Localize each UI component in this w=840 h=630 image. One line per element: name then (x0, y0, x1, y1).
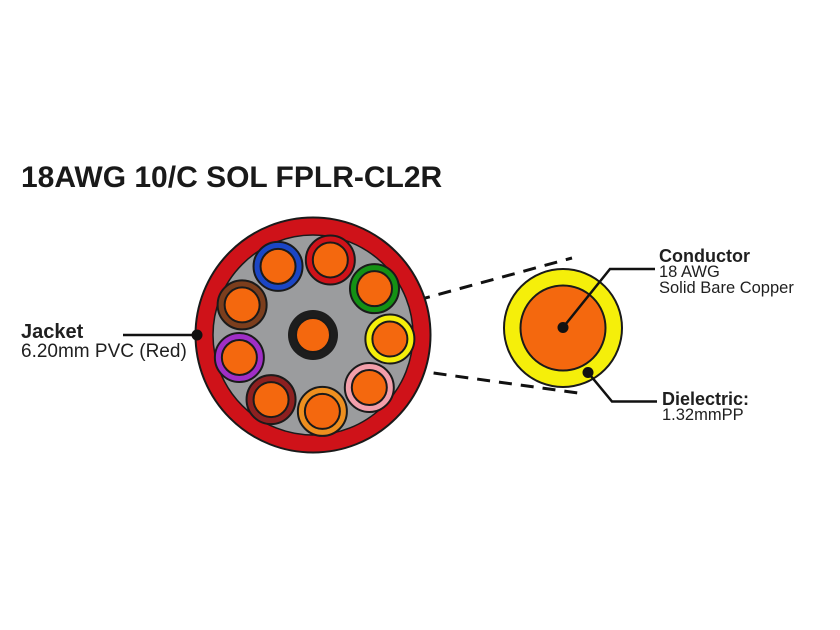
jacket-label-title: Jacket (21, 321, 84, 343)
conductor-leader-dot (557, 322, 569, 333)
cable-cross-section (194, 216, 432, 454)
copper-core-purple (220, 339, 258, 377)
copper-core-green (355, 270, 393, 308)
jacket-leader-dot (191, 329, 203, 341)
conductor-label-line1: 18 AWG (659, 263, 720, 281)
jacket-label-subtitle: 6.20mm PVC (Red) (21, 341, 187, 362)
dielectric-label-line1: 1.32mmPP (662, 406, 744, 424)
page-title: 18AWG 10/C SOL FPLR-CL2R (21, 161, 443, 194)
copper-core-pink (350, 369, 388, 407)
copper-core-orange (303, 392, 341, 430)
copper-core-brown (223, 286, 261, 324)
copper-core-yellow (371, 320, 409, 358)
dielectric-leader-line (587, 371, 657, 403)
jacket-label: Jacket 6.20mm PVC (Red) (21, 321, 187, 362)
conductor-label: Conductor 18 AWG Solid Bare Copper (659, 246, 794, 297)
copper-core-blue (259, 247, 297, 285)
copper-core-center (295, 317, 331, 353)
leader-lines (123, 267, 657, 403)
conductor-label-title: Conductor (659, 246, 750, 266)
dielectric-label-title: Dielectric: (662, 389, 750, 409)
copper-core-red (311, 241, 349, 279)
copper-core-dark-red (252, 381, 290, 419)
dielectric-label: Dielectric: 1.32mmPP (662, 389, 750, 424)
conductor-label-line2: Solid Bare Copper (659, 279, 794, 297)
conductor-leader-line (562, 267, 655, 329)
dielectric-leader-dot (582, 367, 594, 378)
